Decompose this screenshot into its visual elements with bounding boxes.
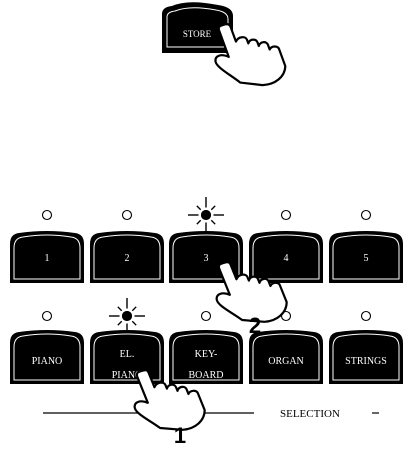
selection-label: SELECTION — [280, 408, 340, 420]
number-button-label: 2 — [125, 253, 130, 264]
led-indicator-1 — [41, 209, 53, 221]
led-indicator-3 — [188, 197, 224, 233]
store-button-label: STORE — [183, 29, 212, 39]
led-indicator-voice-2 — [109, 298, 145, 334]
number-button-5[interactable]: 5 — [329, 231, 403, 283]
led-indicator-2 — [121, 209, 133, 221]
led-indicator-voice-3 — [200, 310, 212, 322]
voice-button-row: PIANO EL. PIANO KEY- BOARD ORGAN STRINGS — [10, 298, 403, 384]
voice-button-label-line2: BOARD — [188, 370, 223, 381]
voice-button-label: ORGAN — [268, 356, 304, 367]
number-button-2[interactable]: 2 — [90, 231, 164, 283]
voice-button-piano[interactable]: PIANO — [10, 330, 84, 384]
voice-button-el-piano[interactable]: EL. PIANO — [90, 330, 164, 384]
number-button-4[interactable]: 4 — [249, 231, 323, 283]
number-button-row: 1 2 3 4 5 — [10, 197, 403, 283]
number-button-label: 1 — [45, 253, 50, 264]
voice-button-label: PIANO — [32, 356, 63, 367]
selection-bar: SELECTION — [43, 408, 379, 420]
voice-button-label-line1: EL. — [120, 349, 135, 360]
number-button-label: 4 — [284, 253, 289, 264]
step-marker-1: 1 — [174, 423, 186, 448]
store-button[interactable]: STORE — [162, 2, 233, 53]
voice-button-label: STRINGS — [345, 356, 387, 367]
led-indicator-5 — [360, 209, 372, 221]
led-indicator-voice-1 — [41, 310, 53, 322]
number-button-1[interactable]: 1 — [10, 231, 84, 283]
voice-button-strings[interactable]: STRINGS — [329, 330, 403, 384]
voice-button-label-line2: PIANO — [112, 370, 143, 381]
led-indicator-voice-5 — [360, 310, 372, 322]
number-button-label: 5 — [364, 253, 369, 264]
number-button-label: 3 — [204, 253, 209, 264]
led-indicator-4 — [280, 209, 292, 221]
voice-button-organ[interactable]: ORGAN — [249, 330, 323, 384]
voice-button-key-board[interactable]: KEY- BOARD — [169, 330, 243, 384]
step-marker-2: 2 — [249, 313, 261, 338]
voice-button-label-line1: KEY- — [195, 349, 218, 360]
